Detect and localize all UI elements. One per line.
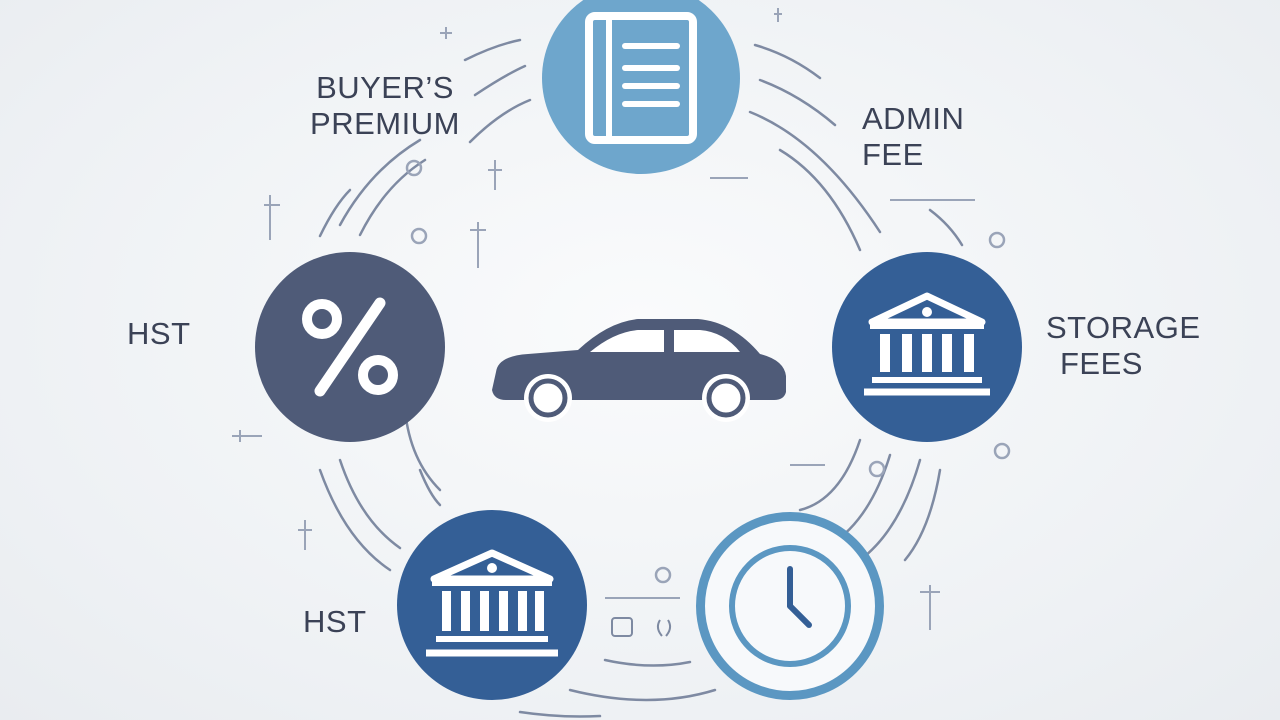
label-storage-fees: STORAGE FEES — [1046, 310, 1201, 382]
clock-icon — [729, 545, 851, 667]
label-storage-fees-line-2: FEES — [1060, 346, 1143, 381]
bank-circle-right — [832, 252, 1022, 442]
label-buyers-premium: BUYER’S PREMIUM — [310, 70, 460, 142]
label-admin-fee: ADMIN FEE — [862, 101, 964, 173]
percent-icon — [302, 297, 398, 397]
clock-circle — [696, 512, 884, 700]
percent-circle — [255, 252, 445, 442]
label-buyers-premium-line-1: BUYER’S — [316, 70, 454, 105]
bank-icon — [426, 549, 558, 657]
document-circle — [542, 0, 740, 174]
label-storage-fees-line-1: STORAGE — [1046, 310, 1201, 345]
label-admin-fee-line-1: ADMIN — [862, 101, 965, 136]
bank-circle-bottom — [397, 510, 587, 700]
car-icon — [492, 319, 786, 422]
bank-icon — [864, 292, 990, 396]
document-icon — [585, 12, 697, 144]
label-hst-left: HST — [127, 316, 191, 351]
label-admin-fee-line-2: FEE — [862, 137, 924, 172]
label-buyers-premium-line-2: PREMIUM — [310, 106, 460, 141]
label-hst-bottom: HST — [303, 604, 367, 639]
